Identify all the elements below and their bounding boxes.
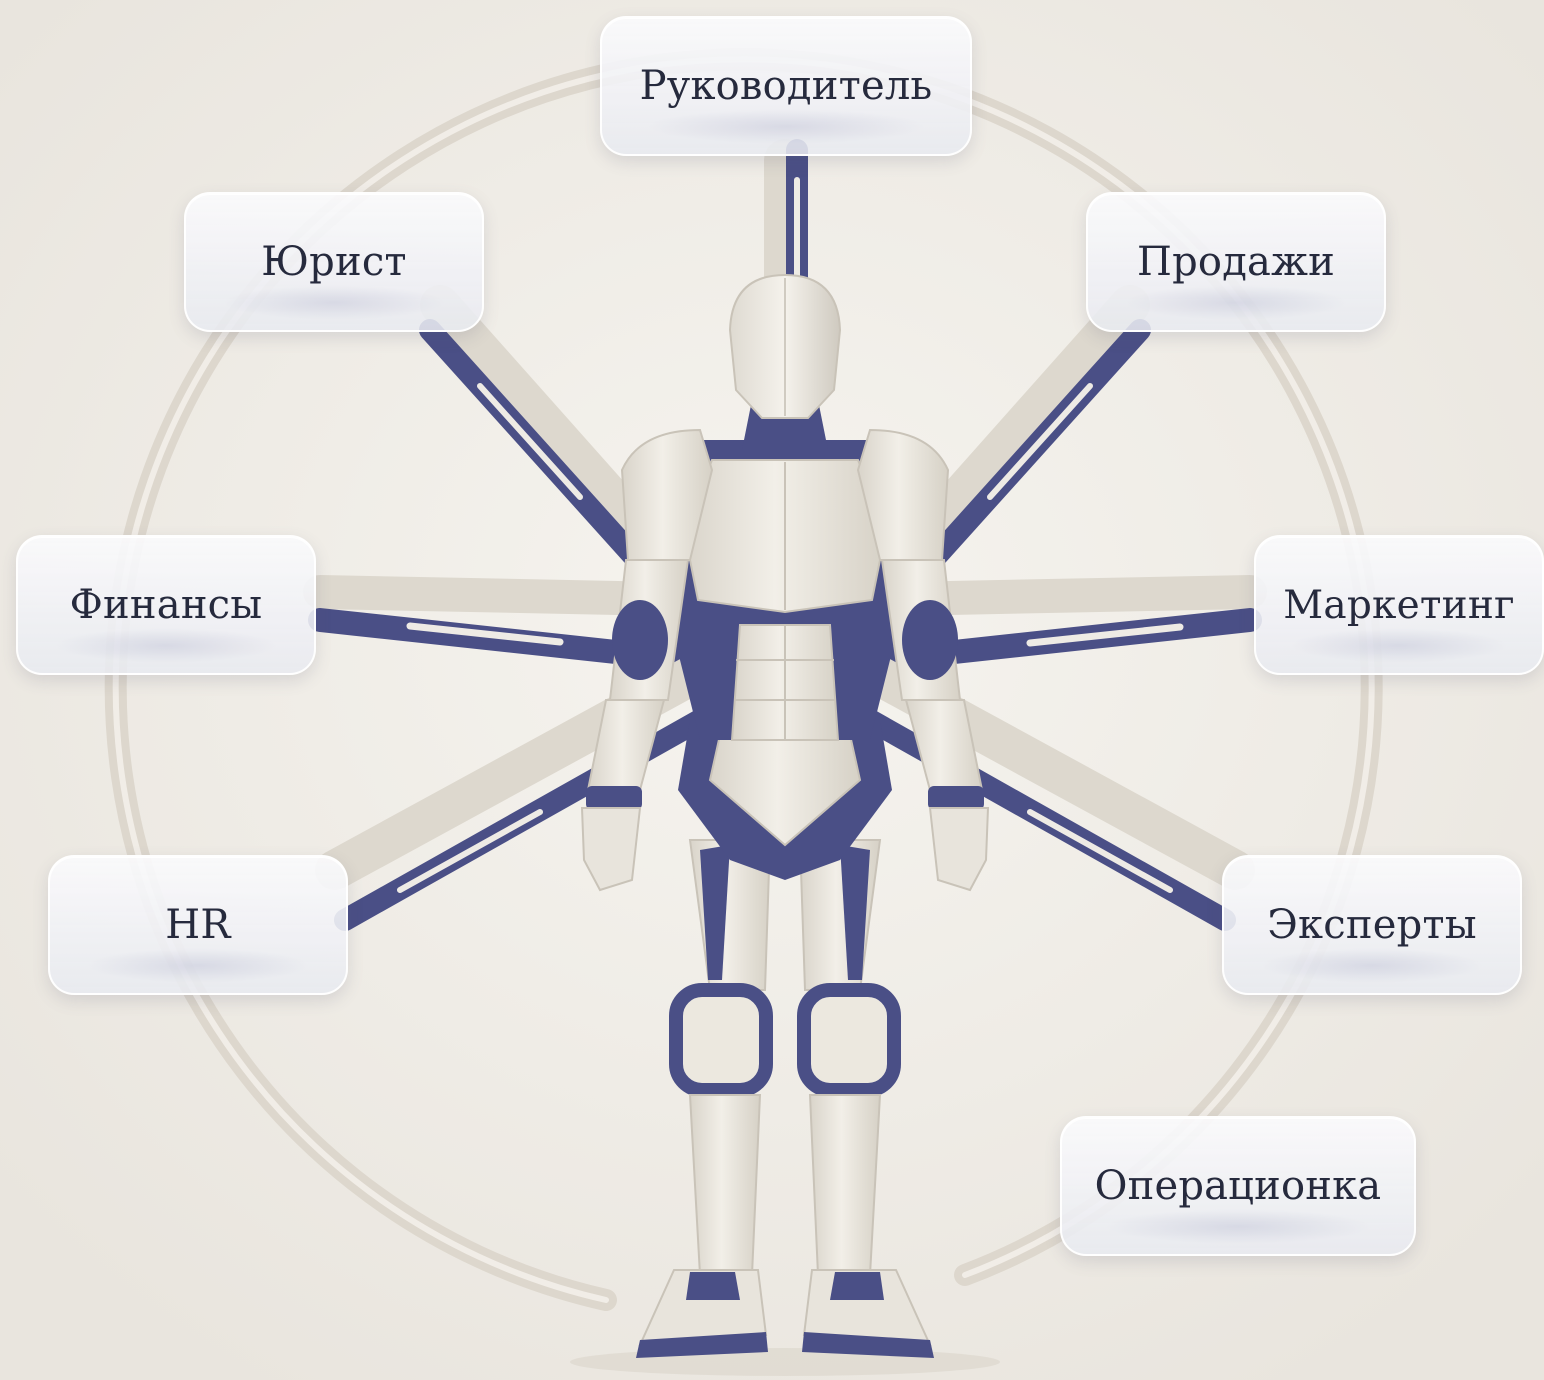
role-card-lawyer[interactable]: Юрист [184, 192, 484, 332]
role-label-finance: Финансы [70, 582, 263, 628]
role-card-finance[interactable]: Финансы [16, 535, 316, 675]
role-card-hr[interactable]: HR [48, 855, 348, 995]
role-label-experts: Эксперты [1267, 902, 1477, 948]
figure-shadow [570, 1348, 1000, 1376]
role-label-marketing: Маркетинг [1283, 583, 1514, 628]
role-card-experts[interactable]: Эксперты [1222, 855, 1522, 995]
role-label-sales: Продажи [1137, 239, 1335, 285]
role-label-operations: Операционка [1095, 1163, 1382, 1209]
role-card-operations[interactable]: Операционка [1060, 1116, 1416, 1256]
role-card-sales[interactable]: Продажи [1086, 192, 1386, 332]
role-label-head: Руководитель [640, 63, 933, 109]
role-label-lawyer: Юрист [261, 239, 407, 285]
role-label-hr: HR [165, 902, 230, 948]
role-card-head[interactable]: Руководитель [600, 16, 972, 156]
role-card-marketing[interactable]: Маркетинг [1254, 535, 1544, 675]
